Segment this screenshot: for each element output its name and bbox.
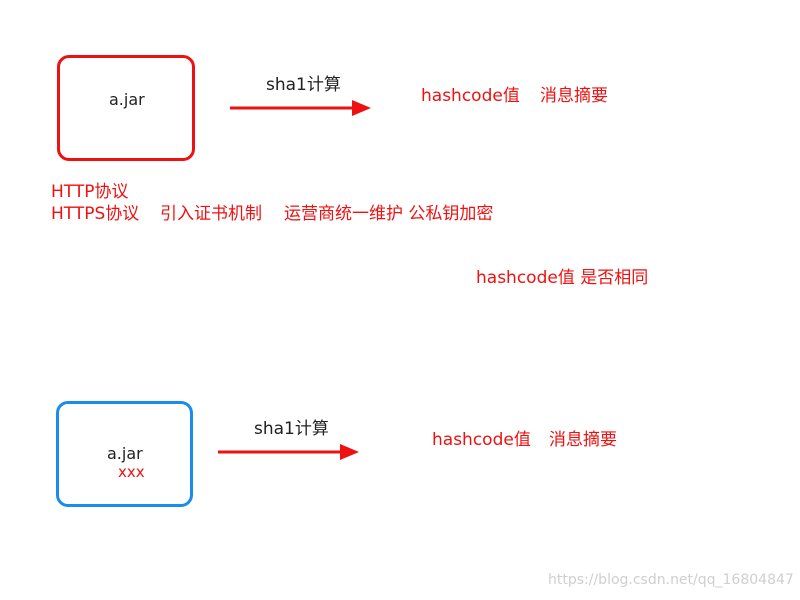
bottom-file-label: a.jar <box>107 444 143 463</box>
bottom-file-extra: xxx <box>118 463 145 481</box>
bottom-digest-label: 消息摘要 <box>549 430 617 450</box>
top-sha1-arrow-icon <box>230 100 371 116</box>
top-file-box <box>57 55 195 161</box>
top-sha1-label: sha1计算 <box>266 75 341 95</box>
bottom-sha1-label: sha1计算 <box>254 419 329 439</box>
top-file-label: a.jar <box>109 90 145 109</box>
top-hashcode-label: hashcode值 <box>421 86 520 106</box>
certificate-mechanism-note: 引入证书机制 <box>160 204 262 224</box>
bottom-sha1-arrow-icon <box>218 444 359 460</box>
https-protocol-note: HTTPS协议 <box>51 204 140 224</box>
source-watermark: https://blog.csdn.net/qq_16804847 <box>548 572 794 588</box>
bottom-hashcode-label: hashcode值 <box>432 430 531 450</box>
operator-maintenance-note: 运营商统一维护 公私钥加密 <box>284 204 494 224</box>
http-protocol-note: HTTP协议 <box>51 182 129 202</box>
hashcode-comparison-question: hashcode值 是否相同 <box>476 268 649 288</box>
bottom-file-box <box>56 401 193 507</box>
top-digest-label: 消息摘要 <box>540 86 608 106</box>
